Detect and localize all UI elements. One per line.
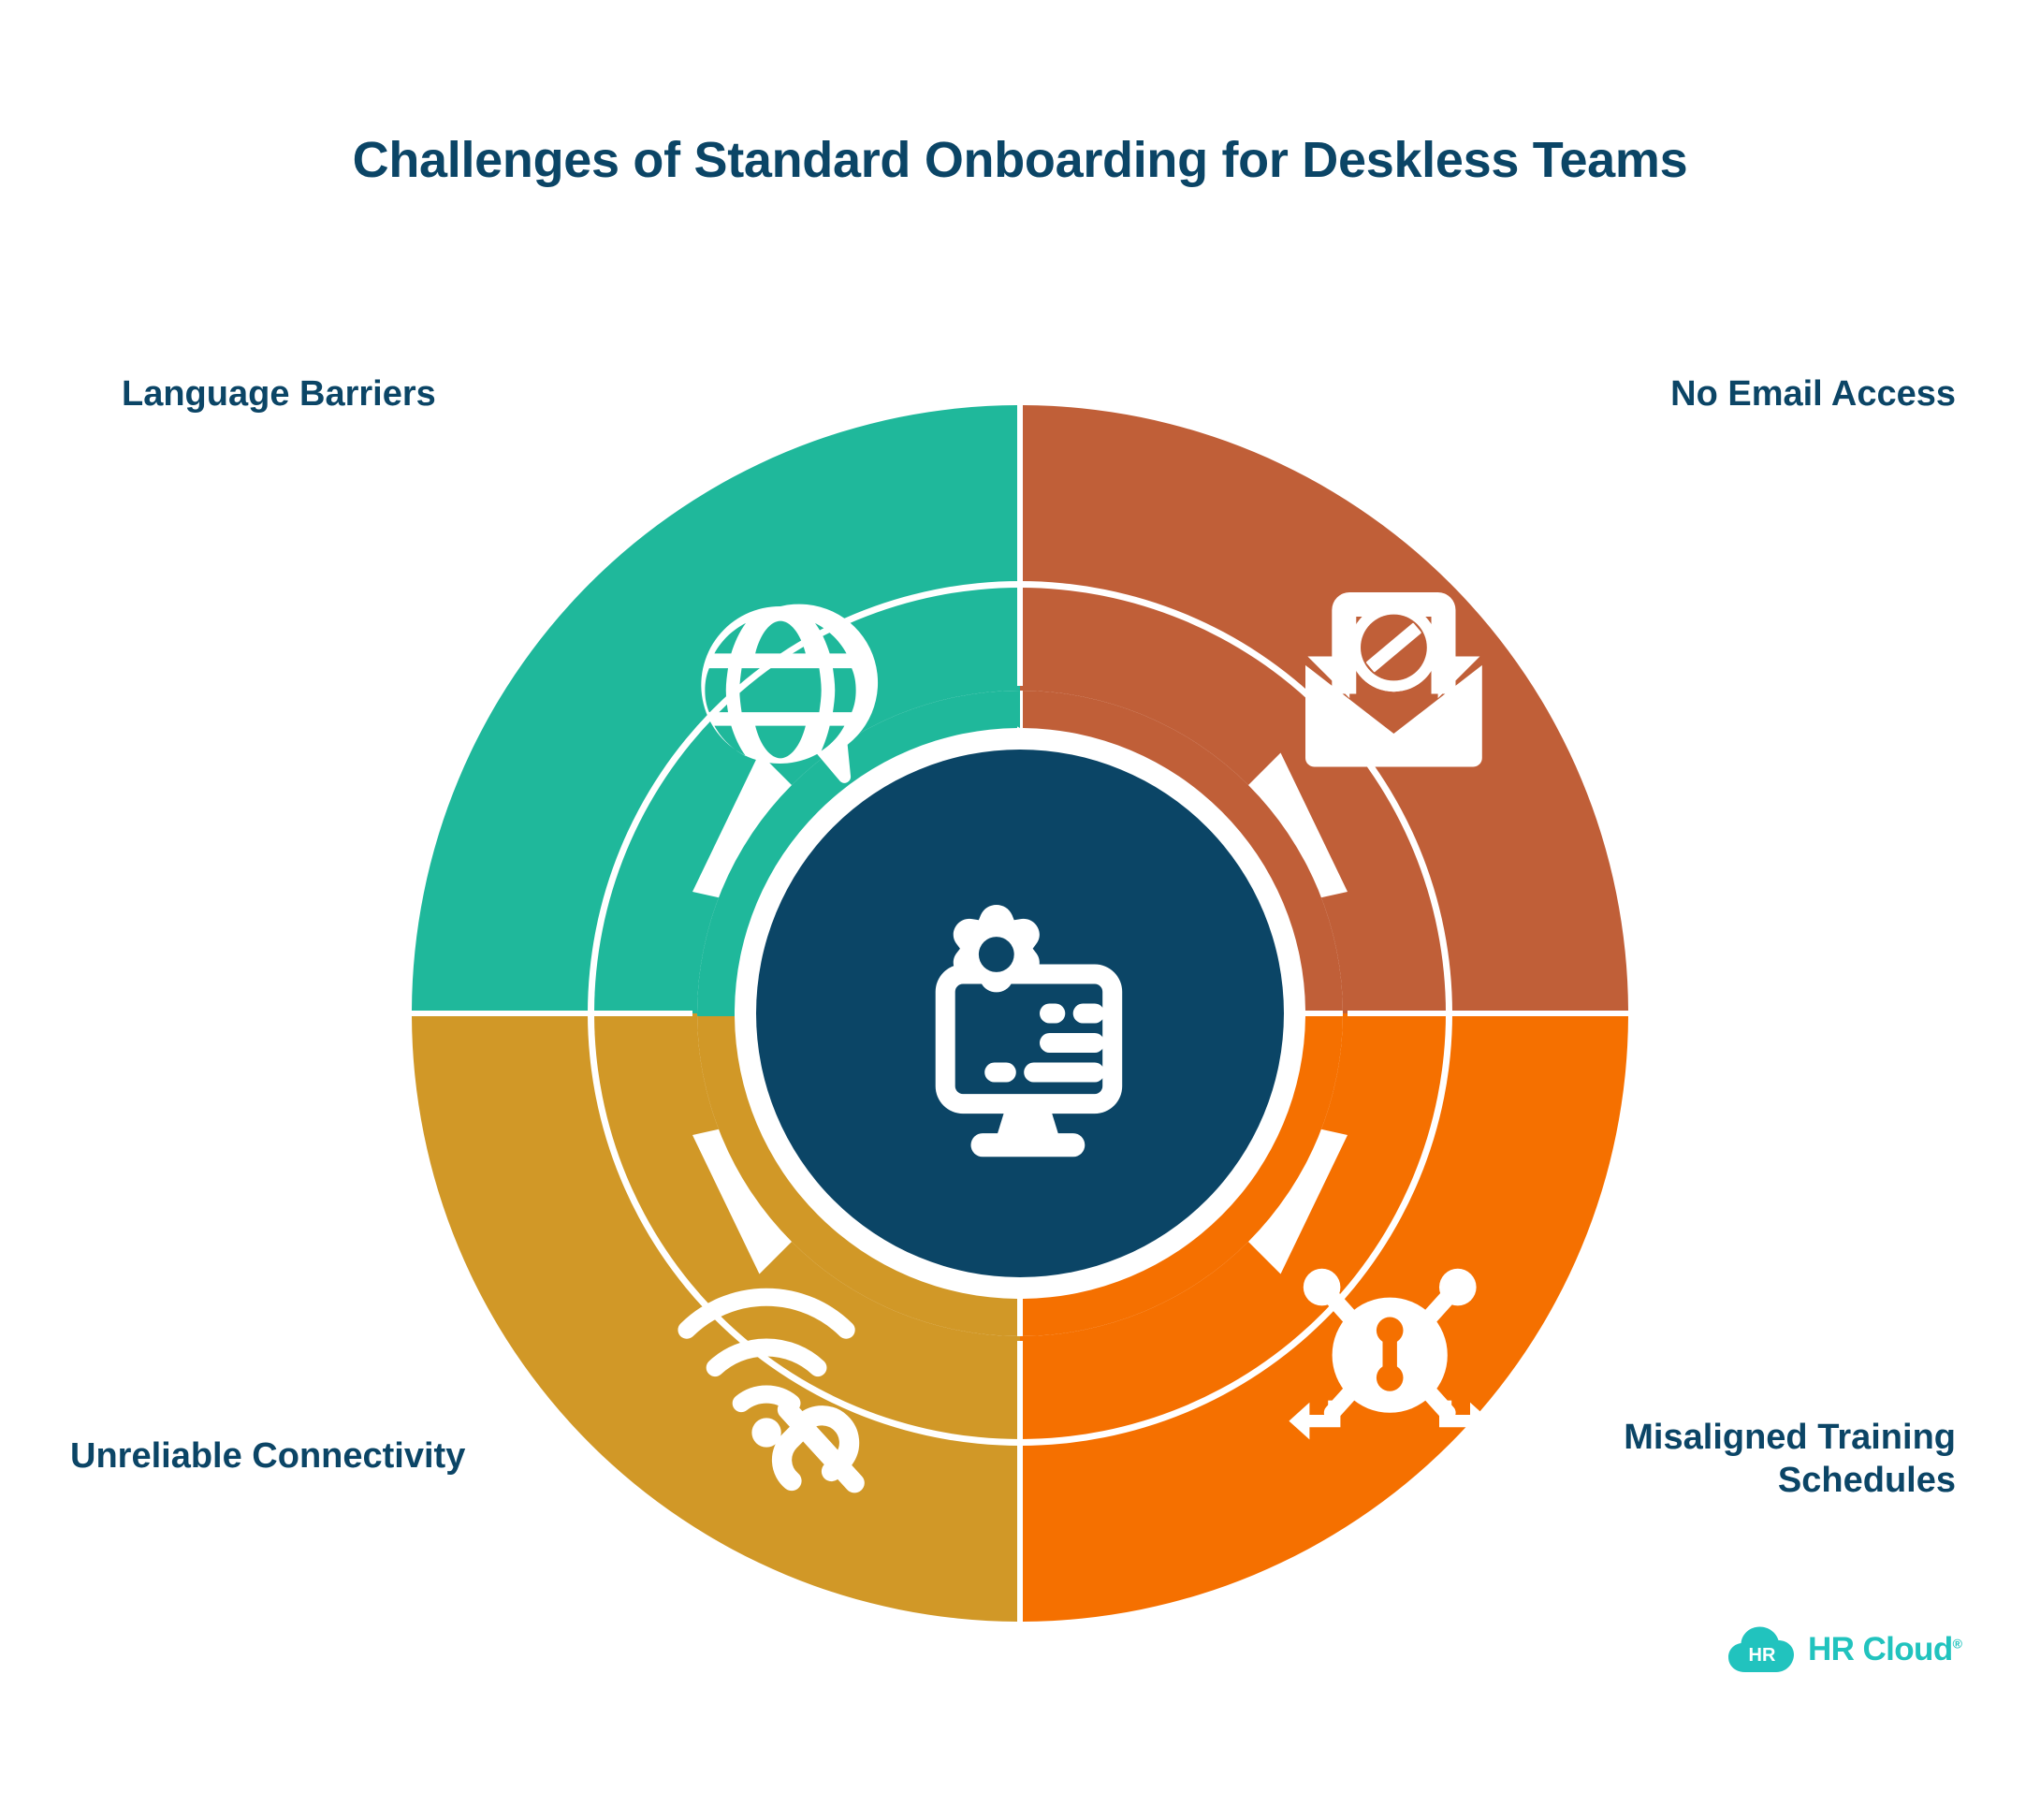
hr-cloud-name: HR Cloud xyxy=(1808,1631,1953,1667)
misaligned-schedule-icon xyxy=(1289,1268,1491,1440)
wifi-disconnected-icon xyxy=(678,1288,865,1493)
hr-cloud-wordmark: HR Cloud® xyxy=(1808,1631,1962,1668)
page-title: Challenges of Standard Onboarding for De… xyxy=(352,132,1688,188)
hr-cloud-logo[interactable]: HR HR Cloud® xyxy=(1727,1621,1962,1679)
computer-settings-icon xyxy=(935,904,1123,1158)
globe-translate-icon xyxy=(701,604,879,783)
registered-trademark-symbol: ® xyxy=(1952,1636,1962,1652)
segment-label-unreliable-connectivity: Unreliable Connectivity xyxy=(70,1436,466,1476)
segment-dividers xyxy=(412,405,1628,1622)
hr-cloud-cloud-icon: HR xyxy=(1727,1625,1797,1674)
segment-label-no-email-access: No Email Access xyxy=(1670,374,1956,414)
wheel-center-hub[interactable] xyxy=(756,750,1284,1277)
hr-cloud-mark-text: HR xyxy=(1749,1645,1776,1666)
donut-wheel-diagram xyxy=(412,405,1628,1622)
segment-label-language-barriers: Language Barriers xyxy=(122,374,436,414)
blocked-email-icon xyxy=(1305,592,1482,767)
segment-label-misaligned-training-schedules: Misaligned Training Schedules xyxy=(1624,1418,1956,1501)
